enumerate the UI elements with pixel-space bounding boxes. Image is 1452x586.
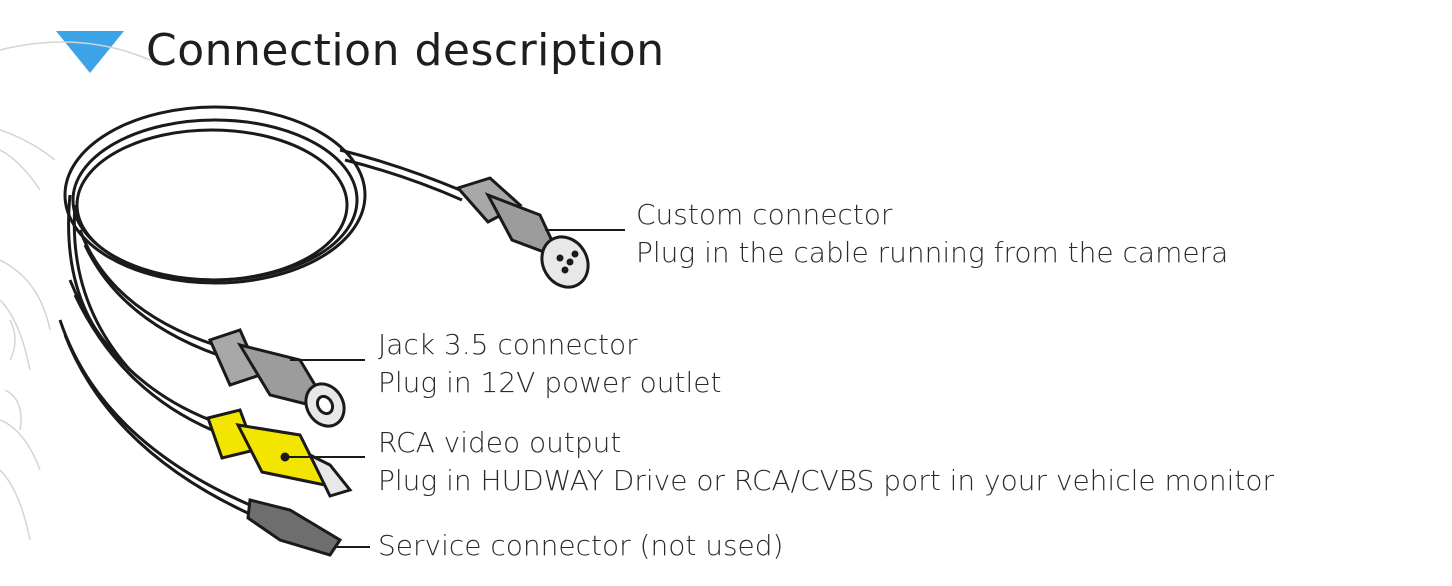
jack-connector-plug (207, 328, 346, 428)
custom-connector-plug (455, 176, 590, 289)
service-connector-label: Service connector (not used) (378, 527, 783, 565)
rca-connector-description: Plug in HUDWAY Drive or RCA/CVBS port in… (378, 464, 1275, 497)
custom-connector-description: Plug in the cable running from the camer… (636, 236, 1229, 269)
jack-connector-label: Jack 3.5 connector Plug in 12V power out… (378, 326, 722, 402)
background-sketch (0, 41, 151, 541)
service-connector-plug (246, 498, 343, 557)
triangle-down-icon (56, 31, 124, 73)
rca-connector-label: RCA video output Plug in HUDWAY Drive or… (378, 424, 1274, 500)
service-connector-lead (58, 319, 253, 517)
custom-connector-name: Custom connector (636, 198, 893, 231)
service-connector-name: Service connector (not used) (378, 529, 784, 562)
custom-connector-lead (339, 148, 463, 202)
jack-connector-description: Plug in 12V power outlet (378, 366, 722, 399)
rca-connector-name: RCA video output (378, 426, 622, 459)
page-title: Connection description (146, 24, 665, 76)
jack-connector-name: Jack 3.5 connector (378, 328, 638, 361)
rca-connector-lead (68, 279, 213, 432)
section-header: Connection description (56, 22, 665, 78)
jack-connector-lead (78, 229, 219, 357)
rca-connector-plug (206, 408, 353, 498)
custom-connector-label: Custom connector Plug in the cable runni… (636, 196, 1228, 272)
cable-coil (63, 105, 367, 371)
